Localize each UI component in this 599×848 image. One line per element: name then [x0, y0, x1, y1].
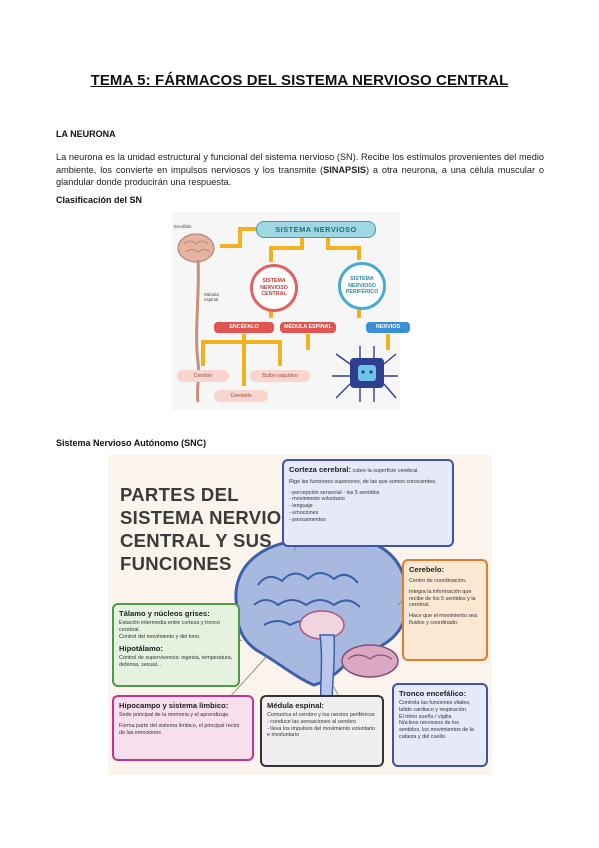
sn-diagram-graphics	[177, 227, 398, 403]
heading-line: PARTES DEL	[120, 484, 239, 505]
section-heading-snc: Sistema Nervioso Autónomo (SNC)	[56, 438, 207, 448]
hipotalamo-title: Hipotálamo:	[119, 644, 163, 654]
sistema-nervioso-banner: SISTEMA NERVIOSO	[256, 221, 376, 238]
corteza-box: Corteza cerebral: cubre la superficie ce…	[282, 459, 454, 547]
cerebro-tag: Cerebro	[177, 370, 229, 382]
tronco-line: Controla las funciones vitales, latido c…	[399, 700, 471, 713]
corteza-item: - lenguaje	[289, 503, 313, 510]
brain-illustration	[177, 233, 215, 403]
heading-line: SISTEMA NERVIOSO	[120, 507, 309, 528]
corteza-title: Corteza cerebral:	[289, 465, 352, 474]
talamo-line: Control del movimiento y del tono.	[119, 633, 201, 640]
cerebelo-title: Cerebelo:	[409, 565, 445, 574]
paragraph-bold-sinapsis: SINAPSIS	[323, 164, 366, 175]
cerebelo-line: Centro de coordinación.	[409, 578, 467, 584]
corteza-item: - percepción sensorial - los 5 sentidos	[289, 489, 380, 496]
chip-illustration	[332, 346, 398, 402]
heading-line: FUNCIONES	[120, 553, 232, 574]
paragraph-text-after: ) a otra neurona, a una célula muscular …	[56, 164, 544, 188]
sn-classification-diagram: Encéfalo Médula espinal SISTEMA NERVIOSO…	[172, 212, 410, 410]
tronco-line: Núcleos nerviosos de los sentidos, los m…	[399, 720, 474, 740]
medula-line: - conduce las sensaciones al cerebro	[267, 718, 356, 725]
cerebelo-tag: Cerebelo	[214, 390, 268, 402]
snc-circle: SISTEMA NERVIOSO CENTRAL	[250, 264, 298, 312]
tronco-title: Tronco encefálico:	[399, 689, 467, 698]
infographic-heading: PARTES DEL SISTEMA NERVIOSO CENTRAL Y SU…	[120, 483, 309, 575]
talamo-title: Tálamo y núcleos grises:	[119, 609, 210, 618]
talamo-line: Estación intermedia entre corteza y tron…	[119, 620, 220, 633]
medula-line: Comunica el cerebro y los nervios perifé…	[267, 712, 375, 718]
corteza-inline: cubre la superficie cerebral.	[352, 468, 419, 474]
bulbo-tag: Bulbo raquídeo	[250, 370, 310, 382]
neurona-paragraph: La neurona es la unidad estructural y fu…	[56, 151, 544, 189]
hipocampo-line: Sede principal de la memoria y el aprend…	[119, 712, 230, 718]
cerebelo-line: Hace que el movimiento sea fluidos y coo…	[409, 613, 478, 626]
pill-nervios: NERVIOS	[366, 322, 410, 333]
corteza-item: - pensamientos	[289, 516, 326, 523]
section-heading-clasificacion: Clasificación del SN	[56, 195, 143, 205]
heading-line: CENTRAL Y SUS	[120, 530, 272, 551]
cerebelo-line: Integra la información que recibe de los…	[409, 588, 476, 609]
corteza-item: - emociones	[289, 509, 319, 516]
medula-title: Médula espinal:	[267, 701, 324, 710]
tronco-box: Tronco encefálico: Controla las funcione…	[392, 683, 488, 767]
snp-circle: SISTEMA NERVIOSO PERIFÉRICO	[338, 262, 386, 310]
page-title: TEMA 5: FÁRMACOS DEL SISTEMA NERVIOSO CE…	[90, 72, 509, 89]
encefalo-label: Encéfalo	[174, 224, 192, 229]
hipotalamo-line: Control de supervivencia: ingesta, tempe…	[119, 655, 233, 669]
tronco-line: El ritmo sueño / vigilia	[399, 713, 452, 720]
hipocampo-line: Forma parte del sistema límbico, el prin…	[119, 722, 240, 736]
medula-line: - lleva los impulsos del movimiento volu…	[267, 725, 376, 739]
medula-label: Médula espinal	[204, 292, 219, 302]
medula-box: Médula espinal: Comunica el cerebro y lo…	[260, 695, 384, 767]
snc-infographic: PARTES DEL SISTEMA NERVIOSO CENTRAL Y SU…	[108, 455, 492, 775]
section-heading-neurona: LA NEURONA	[56, 129, 116, 139]
paragraph-text-before: La neurona es la unidad estructural y fu…	[56, 152, 544, 175]
talamo-box: Tálamo y núcleos grises: Estación interm…	[112, 603, 240, 687]
hipocampo-title: Hipocampo y sistema límbico:	[119, 701, 229, 710]
pill-encefalo: ENCÉFALO	[214, 322, 274, 333]
corteza-item: - movimiento voluntario	[289, 496, 345, 503]
corteza-text: Rige las funciones superiores, de las qu…	[289, 478, 437, 485]
cerebelo-box: Cerebelo: Centro de coordinación. Integr…	[402, 559, 488, 661]
hipocampo-box: Hipocampo y sistema límbico: Sede princi…	[112, 695, 254, 761]
pill-medula: MÉDULA ESPINAL	[280, 322, 336, 333]
flow-arrows	[201, 227, 390, 386]
